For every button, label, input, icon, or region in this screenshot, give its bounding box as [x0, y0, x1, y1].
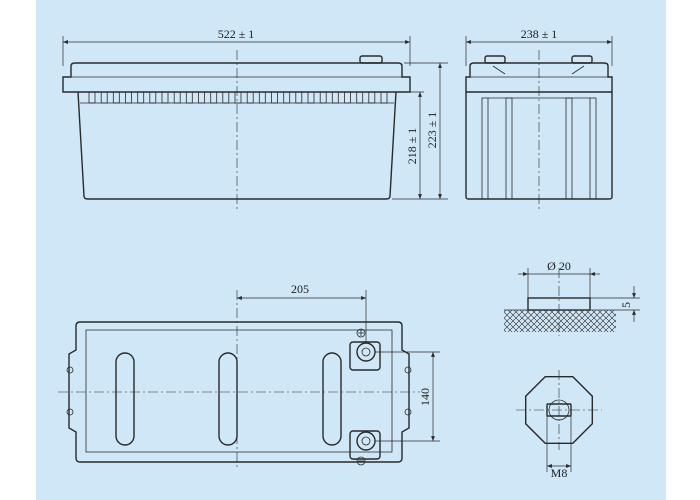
- lid-section-hatch: [504, 310, 616, 332]
- front-rib: [246, 91, 254, 104]
- positive-terminal-post: [356, 342, 376, 362]
- vent-slot-1: [115, 352, 135, 446]
- post-height-label: 5: [619, 302, 633, 308]
- front-rib: [125, 91, 132, 104]
- front-rib: [380, 91, 388, 104]
- front-rib: [307, 91, 315, 104]
- width-label: 238 ± 1: [521, 27, 558, 41]
- side-rib-2: [505, 97, 513, 200]
- front-rib: [149, 91, 157, 104]
- top-view: 205 140: [58, 282, 440, 470]
- side-lid-detail-left: [492, 65, 506, 75]
- negative-terminal: [349, 430, 381, 466]
- side-lid-detail-right: [571, 65, 585, 75]
- front-view: 522 ± 1 218 ± 1 223 ± 1: [62, 27, 448, 210]
- front-rib: [368, 91, 376, 104]
- top-inner-cover: [85, 329, 393, 453]
- front-ribs: [88, 91, 388, 104]
- front-rib: [161, 91, 169, 104]
- container-height-label: 218 ± 1: [405, 128, 419, 165]
- top-tab-hole-3: [404, 366, 412, 374]
- front-rib: [173, 91, 181, 104]
- terminal-distance-label: 205: [291, 282, 309, 296]
- front-rib: [258, 91, 266, 104]
- side-terminal-right: [571, 55, 593, 64]
- front-rib: [319, 91, 327, 104]
- front-rib: [198, 91, 205, 104]
- plus-icon: [358, 330, 364, 336]
- front-rib: [185, 91, 193, 104]
- positive-terminal: [349, 328, 381, 371]
- positive-terminal-bolt: [361, 347, 371, 357]
- front-rib: [210, 91, 218, 104]
- front-rib: [283, 91, 291, 104]
- side-view: 238 ± 1: [465, 27, 613, 210]
- negative-terminal-bolt: [361, 436, 371, 446]
- side-rib-1: [481, 97, 489, 200]
- diameter-label: Ø 20: [547, 259, 571, 273]
- front-lid: [62, 62, 411, 93]
- top-tab-hole-2: [66, 408, 74, 416]
- top-tab-hole-4: [404, 408, 412, 416]
- front-terminal-top: [359, 55, 383, 64]
- negative-terminal-post: [356, 431, 376, 451]
- side-rib-3: [565, 97, 573, 200]
- front-rib: [331, 91, 339, 104]
- side-lid: [465, 62, 613, 93]
- front-rib: [88, 91, 96, 104]
- front-rib: [100, 91, 108, 104]
- side-rib-4: [589, 97, 597, 200]
- positive-sign-circle: [356, 328, 366, 338]
- terminal-top-detail: M8: [516, 370, 602, 480]
- length-label: 522 ± 1: [218, 27, 255, 41]
- front-rib: [112, 91, 120, 104]
- front-rib: [356, 91, 364, 104]
- top-outline: [68, 321, 410, 463]
- total-height-label: 223 ± 1: [425, 112, 439, 149]
- negative-sign-circle: [356, 456, 366, 466]
- front-rib: [295, 91, 303, 104]
- front-rib: [234, 91, 242, 104]
- top-tab-hole-1: [66, 366, 74, 374]
- terminal-section-detail: Ø 20 5: [504, 259, 640, 336]
- front-rib: [271, 91, 278, 104]
- front-rib: [137, 91, 145, 104]
- vent-slot-3: [322, 352, 342, 446]
- terminal-octagon: [525, 376, 593, 444]
- positive-terminal-base: [349, 341, 381, 371]
- terminal-spacing-label: 140: [418, 388, 432, 406]
- front-rib: [344, 91, 351, 104]
- negative-terminal-base: [349, 430, 381, 460]
- vent-slot-2: [218, 352, 238, 446]
- front-rib: [222, 91, 230, 104]
- side-terminal-left: [484, 55, 506, 64]
- thread-label: M8: [551, 466, 568, 480]
